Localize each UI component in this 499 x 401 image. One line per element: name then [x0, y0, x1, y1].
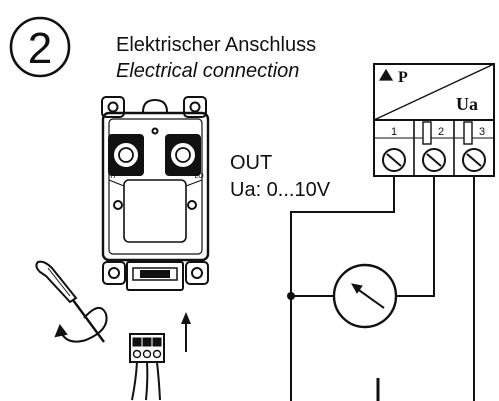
terminal-block — [373, 63, 495, 177]
output-label-line2: Ua: 0...10V — [230, 179, 331, 201]
port-right-mark: LO — [194, 173, 204, 180]
wiring — [290, 176, 475, 401]
screwdriver-icon — [35, 260, 108, 343]
step-badge: 2 — [9, 16, 71, 78]
terminal-label-p: P — [398, 69, 408, 86]
terminal-number-3: 3 — [479, 126, 485, 138]
step-number: 2 — [28, 24, 52, 73]
terminal-number-2: 2 — [438, 126, 444, 138]
port-left-mark: H — [110, 173, 115, 180]
title-german: Elektrischer Anschluss — [116, 34, 316, 56]
terminal-number-1: 1 — [391, 126, 397, 138]
junction-dot — [287, 292, 295, 300]
terminal-label-ua: Ua — [456, 94, 478, 114]
sensor-device — [101, 96, 210, 291]
voltmeter-icon — [332, 263, 398, 329]
connector-plug-icon — [129, 333, 165, 401]
insert-arrow-icon — [181, 312, 191, 352]
title-english: Electrical connection — [116, 60, 299, 82]
output-label-line1: OUT — [230, 152, 272, 174]
